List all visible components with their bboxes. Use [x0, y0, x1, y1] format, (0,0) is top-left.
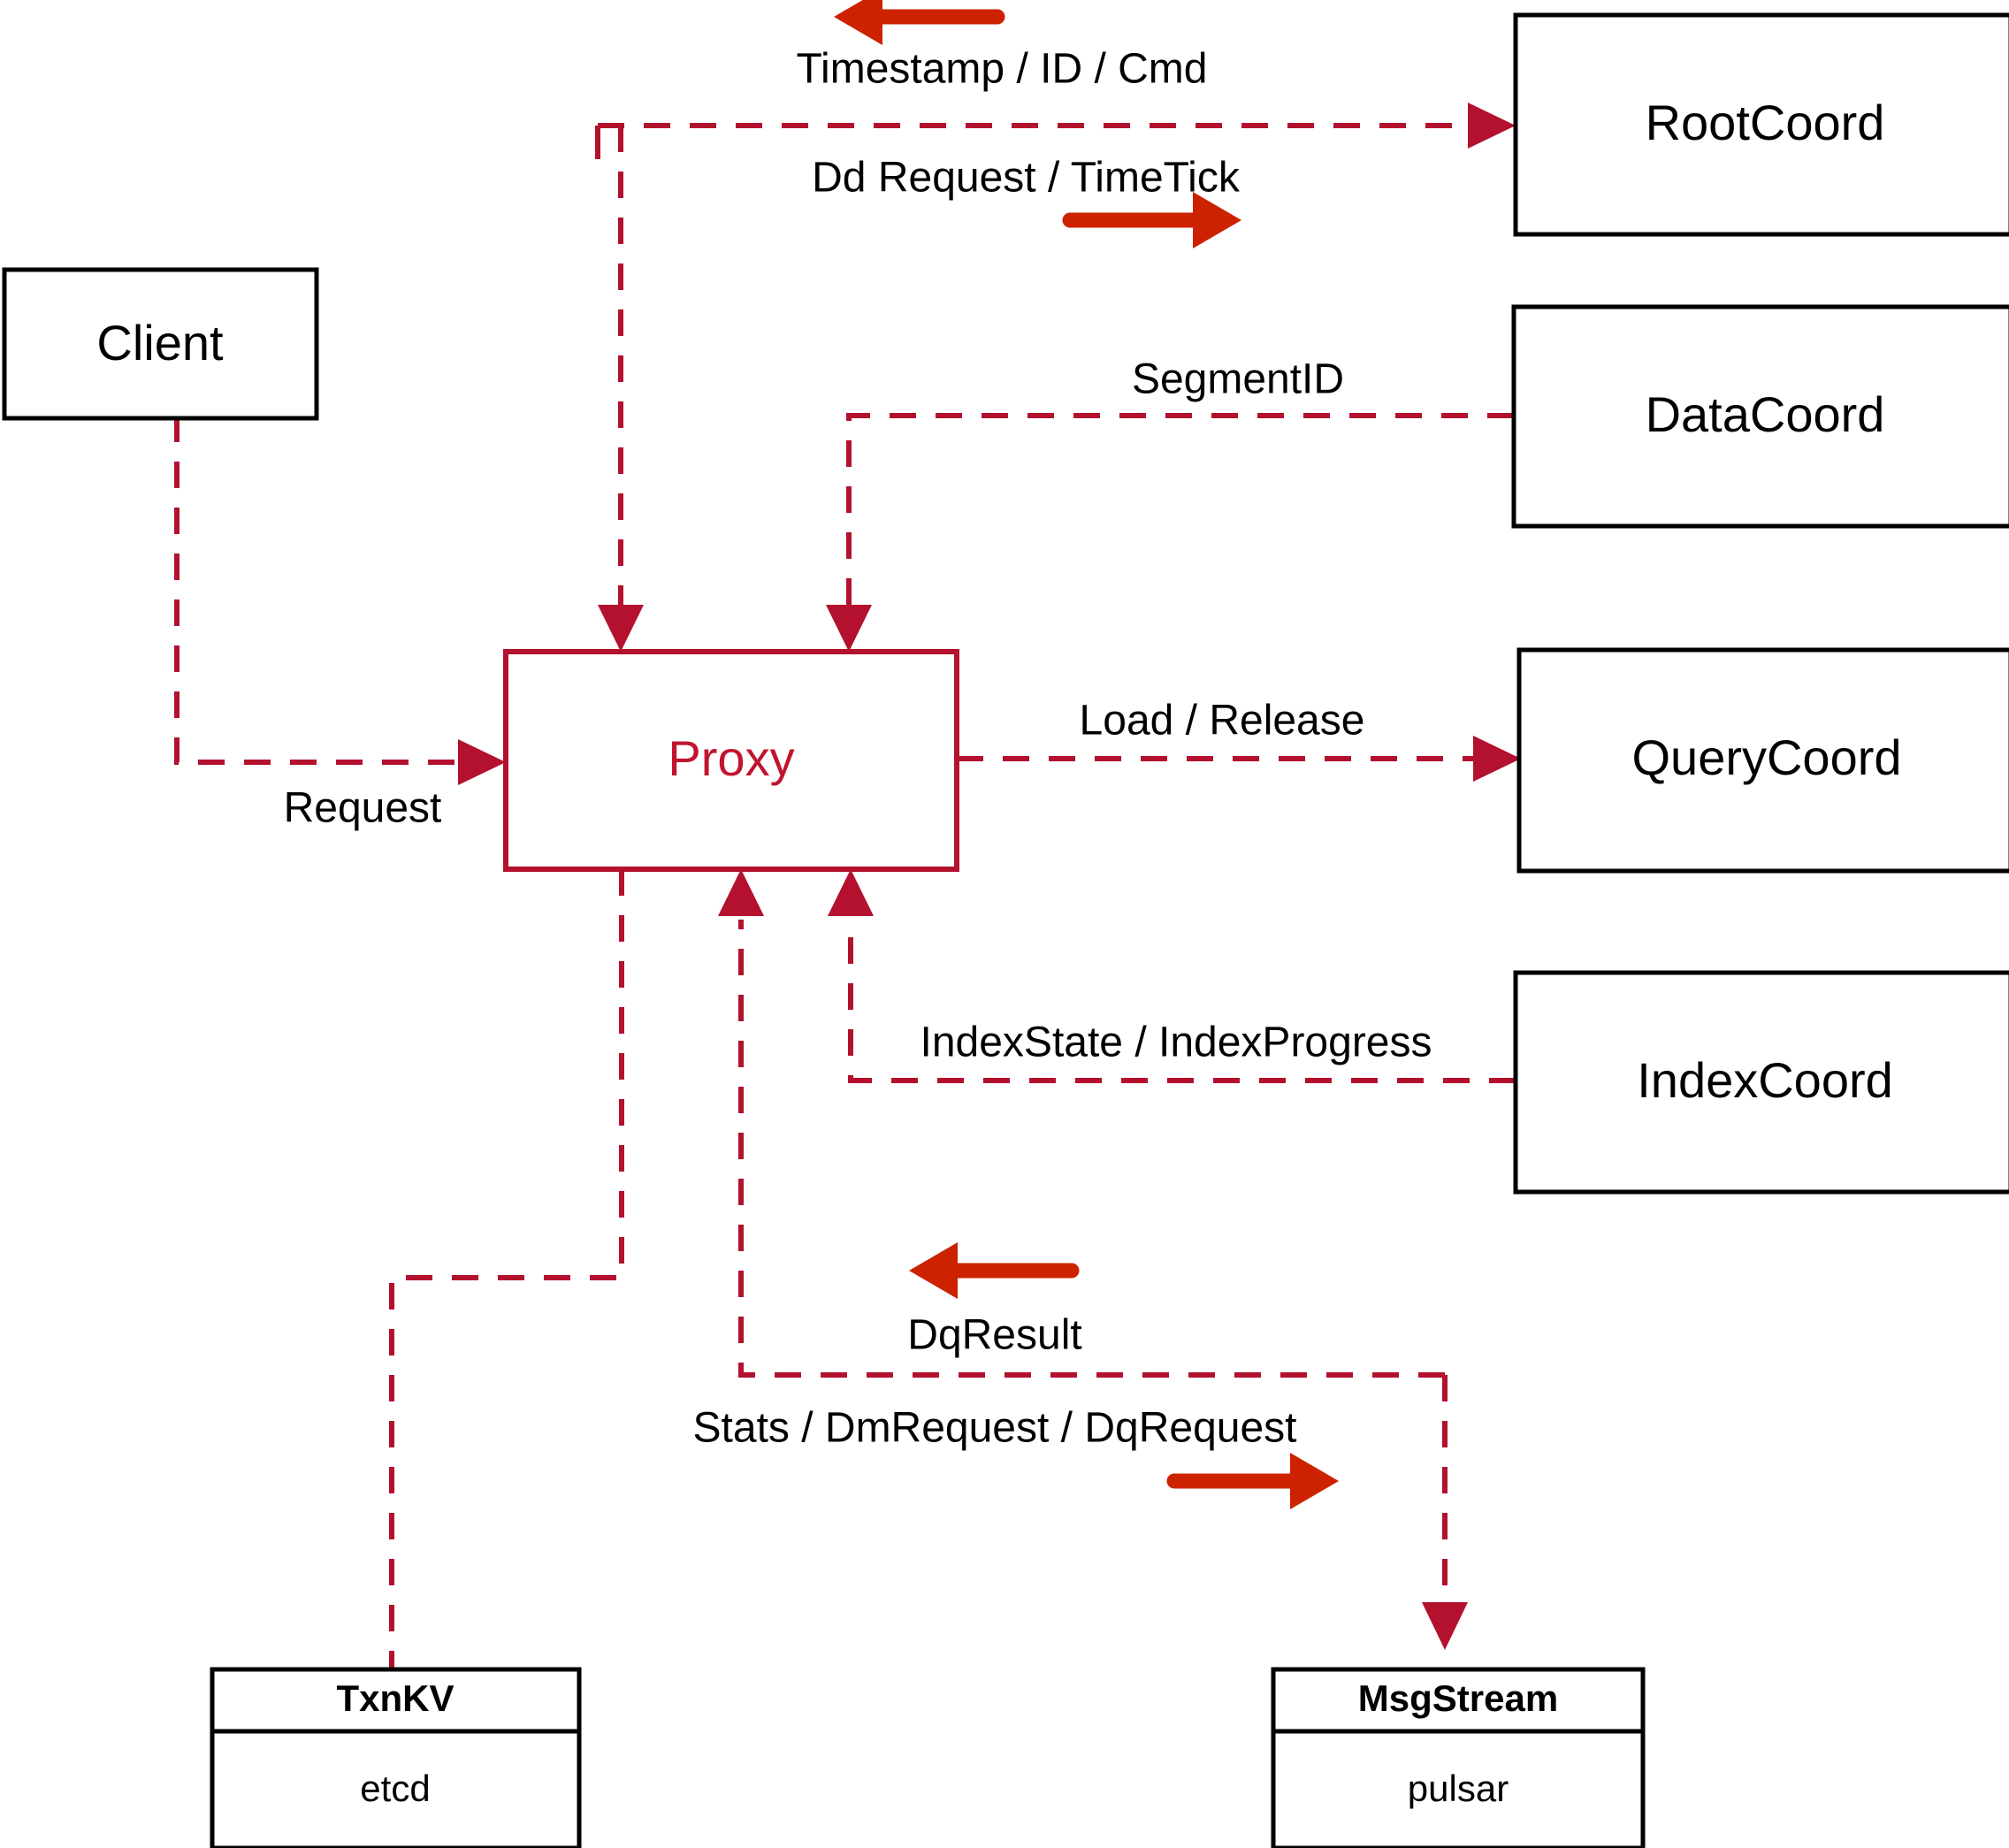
node-indexcoord-box[interactable]: [1513, 970, 2009, 1195]
node-datacoord-box[interactable]: [1511, 304, 2009, 529]
direction-arrow-ddrequest-right: [1062, 192, 1241, 248]
node-datacoord-label: DataCoord: [1646, 386, 1885, 442]
edge-msgstream-to-proxy: [718, 869, 1445, 1378]
node-rootcoord[interactable]: RootCoord: [1513, 12, 2009, 237]
node-msgstream-title: MsgStream: [1358, 1677, 1558, 1719]
edge-label-dq-result: DqResult: [907, 1312, 1081, 1359]
node-querycoord-label: QueryCoord: [1631, 729, 1901, 785]
arrowhead-into-rootcoord: [1468, 103, 1516, 149]
arrowhead-into-proxy-bottom-mid: [718, 869, 764, 916]
edge-proxy-txnkv-path: [389, 869, 624, 1669]
node-rootcoord-box[interactable]: [1513, 12, 2009, 237]
node-msgstream-box[interactable]: [1271, 1667, 1646, 1848]
edge-label-dd-request-timetick: Dd Request / TimeTick: [812, 155, 1241, 202]
node-msgstream-sublabel: pulsar: [1408, 1768, 1509, 1809]
node-client[interactable]: Client: [2, 267, 319, 421]
node-txnkv-box[interactable]: [210, 1667, 582, 1848]
node-txnkv[interactable]: TxnKV etcd: [210, 1667, 582, 1848]
node-client-box[interactable]: [2, 267, 319, 421]
edge-label-index-state-progress: IndexState / IndexProgress: [920, 1019, 1432, 1066]
edge-indexcoord-proxy-path: [848, 920, 1516, 1083]
edge-proxy-to-rootcoord: [595, 103, 1516, 159]
arrowhead-into-proxy-bottom-right: [828, 869, 874, 916]
edge-proxy-to-msgstream: [1422, 1375, 1468, 1650]
node-querycoord-box[interactable]: [1516, 647, 2009, 874]
node-proxy[interactable]: Proxy: [503, 649, 959, 872]
node-proxy-label: Proxy: [668, 730, 794, 786]
node-querycoord[interactable]: QueryCoord: [1516, 647, 2009, 874]
arrowhead-into-proxy-top-left: [598, 605, 644, 652]
edge-rootcoord-to-proxy: [598, 126, 644, 652]
arrowhead-into-msgstream: [1422, 1602, 1468, 1650]
edge-datacoord-to-proxy: [826, 413, 1514, 652]
direction-arrow-timestamp-left: [834, 0, 1005, 45]
edge-indexcoord-to-proxy: [828, 869, 1516, 1083]
arrowhead-into-proxy-left: [458, 739, 506, 785]
node-txnkv-title: TxnKV: [336, 1677, 454, 1719]
edge-datacoord-proxy-path: [846, 413, 1514, 619]
edge-client-to-proxy: [174, 416, 506, 785]
direction-arrow-dqresult-left: [909, 1242, 1080, 1299]
edge-label-load-release: Load / Release: [1080, 698, 1365, 745]
node-client-label: Client: [96, 315, 224, 370]
edge-label-stats-dm-dq-request: Stats / DmRequest / DqRequest: [693, 1405, 1297, 1452]
node-datacoord[interactable]: DataCoord: [1511, 304, 2009, 529]
edge-proxy-to-txnkv: [389, 869, 624, 1669]
edge-msgstream-proxy-path: [738, 920, 1445, 1378]
edge-label-segment-id: SegmentID: [1132, 356, 1344, 403]
node-rootcoord-label: RootCoord: [1646, 95, 1885, 150]
edge-label-timestamp-id-cmd: Timestamp / ID / Cmd: [797, 46, 1208, 93]
arrowhead-into-querycoord: [1473, 736, 1521, 782]
edge-proxy-to-querycoord: [957, 736, 1521, 782]
node-indexcoord-label: IndexCoord: [1637, 1052, 1893, 1108]
direction-arrow-stats-right: [1166, 1453, 1339, 1509]
edge-label-request: Request: [284, 785, 442, 832]
node-txnkv-sublabel: etcd: [360, 1768, 430, 1809]
node-msgstream[interactable]: MsgStream pulsar: [1271, 1667, 1646, 1848]
arrowhead-into-proxy-top-right: [826, 605, 872, 652]
edge-client-proxy-path: [174, 416, 467, 765]
node-indexcoord[interactable]: IndexCoord: [1513, 970, 2009, 1195]
node-proxy-box[interactable]: [503, 649, 959, 872]
